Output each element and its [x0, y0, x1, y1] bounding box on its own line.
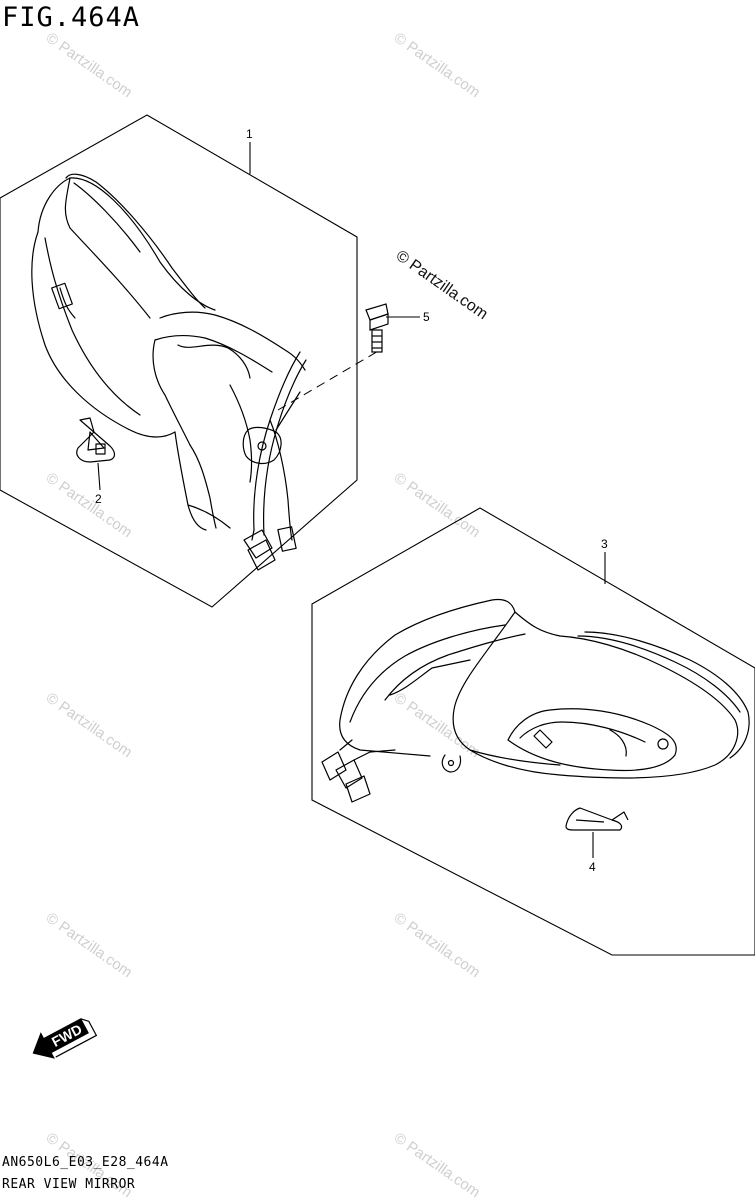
arrow-shape	[32, 1018, 89, 1059]
assembly-box-right	[311, 507, 755, 956]
leader-lines	[97, 142, 606, 858]
callout-3: 3	[601, 537, 608, 551]
watermark-text: © Partzilla.com	[391, 909, 484, 981]
leader-dashed	[277, 349, 381, 411]
fwd-label: FWD	[49, 1021, 85, 1050]
cover-part-2-drawing	[76, 417, 116, 463]
diagram-name: REAR VIEW MIRROR	[2, 1177, 136, 1192]
watermark-text: © Partzilla.com	[391, 1129, 484, 1200]
watermark-text: © Partzilla.com	[391, 469, 484, 541]
callout-1: 1	[246, 127, 253, 141]
callout-2: 2	[95, 492, 102, 506]
watermark-text: © Partzilla.com	[43, 909, 136, 981]
callout-4: 4	[589, 860, 596, 874]
fwd-arrow: FWD	[32, 1018, 98, 1059]
diagram-code: AN650L6_E03_E28_464A	[2, 1155, 169, 1170]
left-mirror-drawing	[31, 173, 307, 571]
bolt-drawing	[365, 303, 389, 353]
arrow-shadow	[55, 1018, 98, 1058]
right-mirror-drawing	[321, 598, 750, 803]
watermark-layer: © Partzilla.com © Partzilla.com © Partzi…	[43, 29, 491, 1200]
callout-numbers: 1 2 3 4 5	[95, 127, 608, 874]
watermark-text: © Partzilla.com	[43, 469, 136, 541]
watermark-text-dark: © Partzilla.com	[393, 247, 491, 323]
assembly-box-left	[0, 114, 358, 608]
figure-title: FIG.464A	[2, 2, 141, 33]
watermark-text: © Partzilla.com	[43, 689, 136, 761]
watermark-text: © Partzilla.com	[43, 29, 136, 101]
watermark-text: © Partzilla.com	[391, 29, 484, 101]
watermark-text: © Partzilla.com	[391, 689, 484, 761]
cover-part-4-drawing	[565, 807, 629, 831]
callout-5: 5	[423, 310, 430, 324]
